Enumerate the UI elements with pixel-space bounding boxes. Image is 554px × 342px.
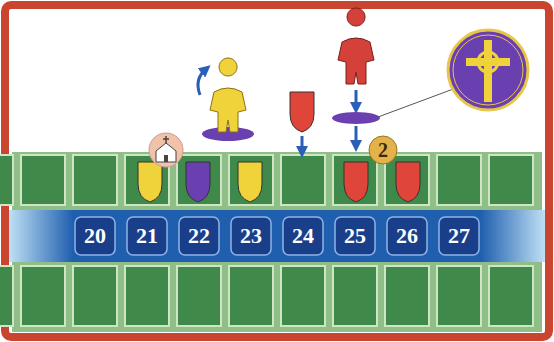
track-cell (177, 155, 221, 205)
number-box (283, 217, 323, 255)
track-number: 22 (188, 225, 210, 247)
track-cell (229, 266, 273, 326)
track-cell (385, 155, 429, 205)
track-number: 20 (84, 225, 106, 247)
track-cell (21, 155, 65, 205)
track-number: 27 (448, 225, 470, 247)
track-cell (385, 266, 429, 326)
track-cell (0, 266, 13, 326)
track-number: 21 (136, 225, 158, 247)
number-box (231, 217, 271, 255)
number-box (127, 217, 167, 255)
number-box (179, 217, 219, 255)
track-number: 26 (396, 225, 418, 247)
track-cell (281, 155, 325, 205)
number-box (75, 217, 115, 255)
track-cell (125, 266, 169, 326)
track-cell (73, 155, 117, 205)
track-cell (21, 266, 65, 326)
track-cell (0, 155, 13, 205)
track-number: 25 (344, 225, 366, 247)
track-cell (437, 266, 481, 326)
number-box (439, 217, 479, 255)
number-box (387, 217, 427, 255)
number-box (335, 217, 375, 255)
track-number: 24 (292, 225, 314, 247)
track-number: 23 (240, 225, 262, 247)
track-cell (177, 266, 221, 326)
track-cell (281, 266, 325, 326)
track-cell (489, 155, 533, 205)
track-cell (73, 266, 117, 326)
track-cell (333, 266, 377, 326)
bonus-token-number: 2 (378, 140, 388, 160)
track-cell (489, 266, 533, 326)
track-cell (437, 155, 481, 205)
track-cell (333, 155, 377, 205)
track-cell (229, 155, 273, 205)
